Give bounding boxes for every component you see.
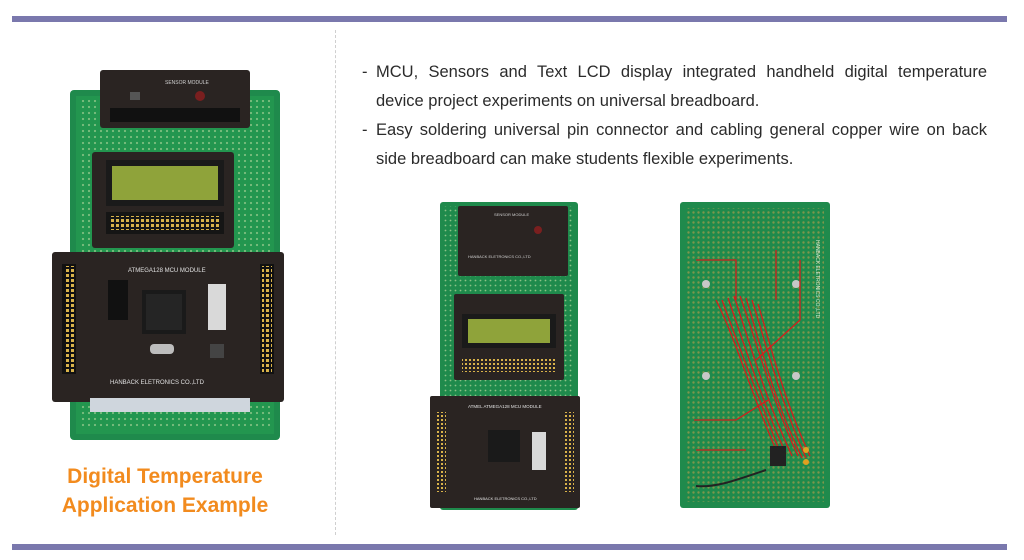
- dashed-divider: [335, 30, 336, 535]
- feature-text: MCU, Sensors and Text LCD display integr…: [376, 63, 987, 110]
- photo-caption: Digital Temperature Application Example: [40, 462, 290, 520]
- front-mcu-brand: HANBACK ELETRONICS CO.,LTD: [474, 496, 537, 501]
- caption-line-2: Application Example: [61, 494, 269, 517]
- back-brand-label: HANBACK ELETRONICS CO.,LTD: [814, 240, 820, 319]
- mcu-module-label: ATMEGA128 MCU MODULE: [128, 268, 206, 274]
- front-sensor-brand: HANBACK ELETRONICS CO.,LTD: [468, 254, 531, 259]
- front-board-photo: SENSOR MODULE HANBACK ELETRONICS CO.,LTD…: [428, 198, 588, 518]
- feature-text: Easy soldering universal pin connector a…: [376, 121, 987, 168]
- feature-list: - MCU, Sensors and Text LCD display inte…: [362, 58, 987, 174]
- caption-line-1: Digital Temperature: [67, 465, 263, 488]
- bullet-marker: -: [362, 63, 368, 81]
- bullet-marker: -: [362, 121, 368, 139]
- bottom-accent-bar: [12, 544, 1007, 550]
- top-accent-bar: [12, 16, 1007, 22]
- back-board-photo: HANBACK ELETRONICS CO.,LTD: [676, 200, 846, 510]
- feature-item: - MCU, Sensors and Text LCD display inte…: [362, 58, 987, 116]
- front-mcu-label: ATMEL ATMEGA128 MCU MODULE: [468, 404, 542, 409]
- feature-item: - Easy soldering universal pin connector…: [362, 116, 987, 174]
- main-board-photo: SENSOR MODULE ATMEGA128 MCU MODULE HANBA…: [50, 68, 300, 443]
- front-sensor-label: SENSOR MODULE: [494, 212, 529, 217]
- mcu-brand-label: HANBACK ELETRONICS CO.,LTD: [110, 380, 205, 386]
- sensor-module-label: SENSOR MODULE: [165, 80, 210, 86]
